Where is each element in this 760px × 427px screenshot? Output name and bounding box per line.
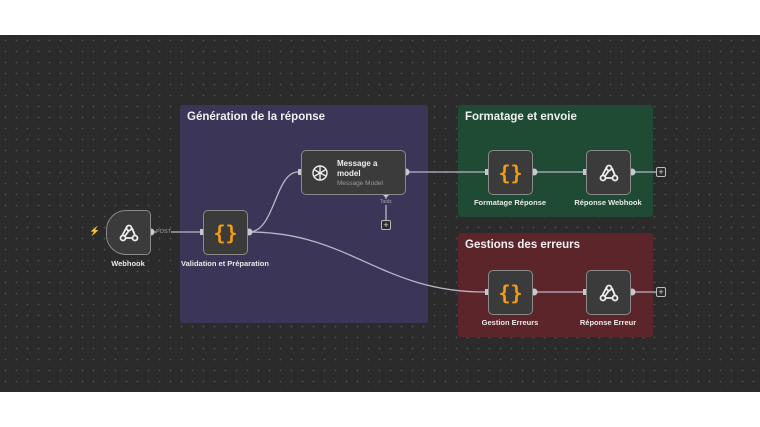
message-model-node[interactable]: Message a model Message Model xyxy=(301,150,406,195)
post-label: POST xyxy=(156,229,171,235)
code-braces-icon: {} xyxy=(213,220,238,245)
webhook-node[interactable] xyxy=(106,210,151,255)
code-braces-icon: {} xyxy=(498,160,523,185)
reponse-erreur-label: Réponse Erreur xyxy=(579,318,637,327)
code-braces-icon: {} xyxy=(498,280,523,305)
webhook-icon xyxy=(119,224,138,241)
reponse-webhook-label: Réponse Webhook xyxy=(574,198,642,207)
formatage-node[interactable]: {} xyxy=(488,150,533,195)
message-model-subtitle: Message Model xyxy=(337,179,383,187)
tools-label: Tools xyxy=(380,199,392,205)
gestion-erreurs-label: Gestion Erreurs xyxy=(481,318,539,327)
openai-icon xyxy=(312,164,328,181)
message-model-title: Message a model xyxy=(337,158,378,178)
gestion-erreurs-node[interactable]: {} xyxy=(488,270,533,315)
reponse-webhook-node[interactable] xyxy=(586,150,631,195)
validation-label: Validation et Préparation xyxy=(181,259,269,268)
validation-node[interactable]: {} xyxy=(203,210,248,255)
add-node-button[interactable]: + xyxy=(656,287,666,297)
reponse-erreur-node[interactable] xyxy=(586,270,631,315)
group-title: Gestions des erreurs xyxy=(465,239,581,251)
group-title: Génération de la réponse xyxy=(187,111,326,123)
webhook-label: Webhook xyxy=(111,259,145,268)
add-node-button[interactable]: + xyxy=(656,167,666,177)
trigger-icon: ⚡ xyxy=(89,226,101,236)
group-title: Formatage et envoie xyxy=(465,111,577,123)
formatage-label: Formatage Réponse xyxy=(473,198,547,207)
webhook-icon xyxy=(599,164,618,181)
webhook-icon xyxy=(599,284,618,301)
add-tool-button[interactable]: + xyxy=(381,220,391,230)
